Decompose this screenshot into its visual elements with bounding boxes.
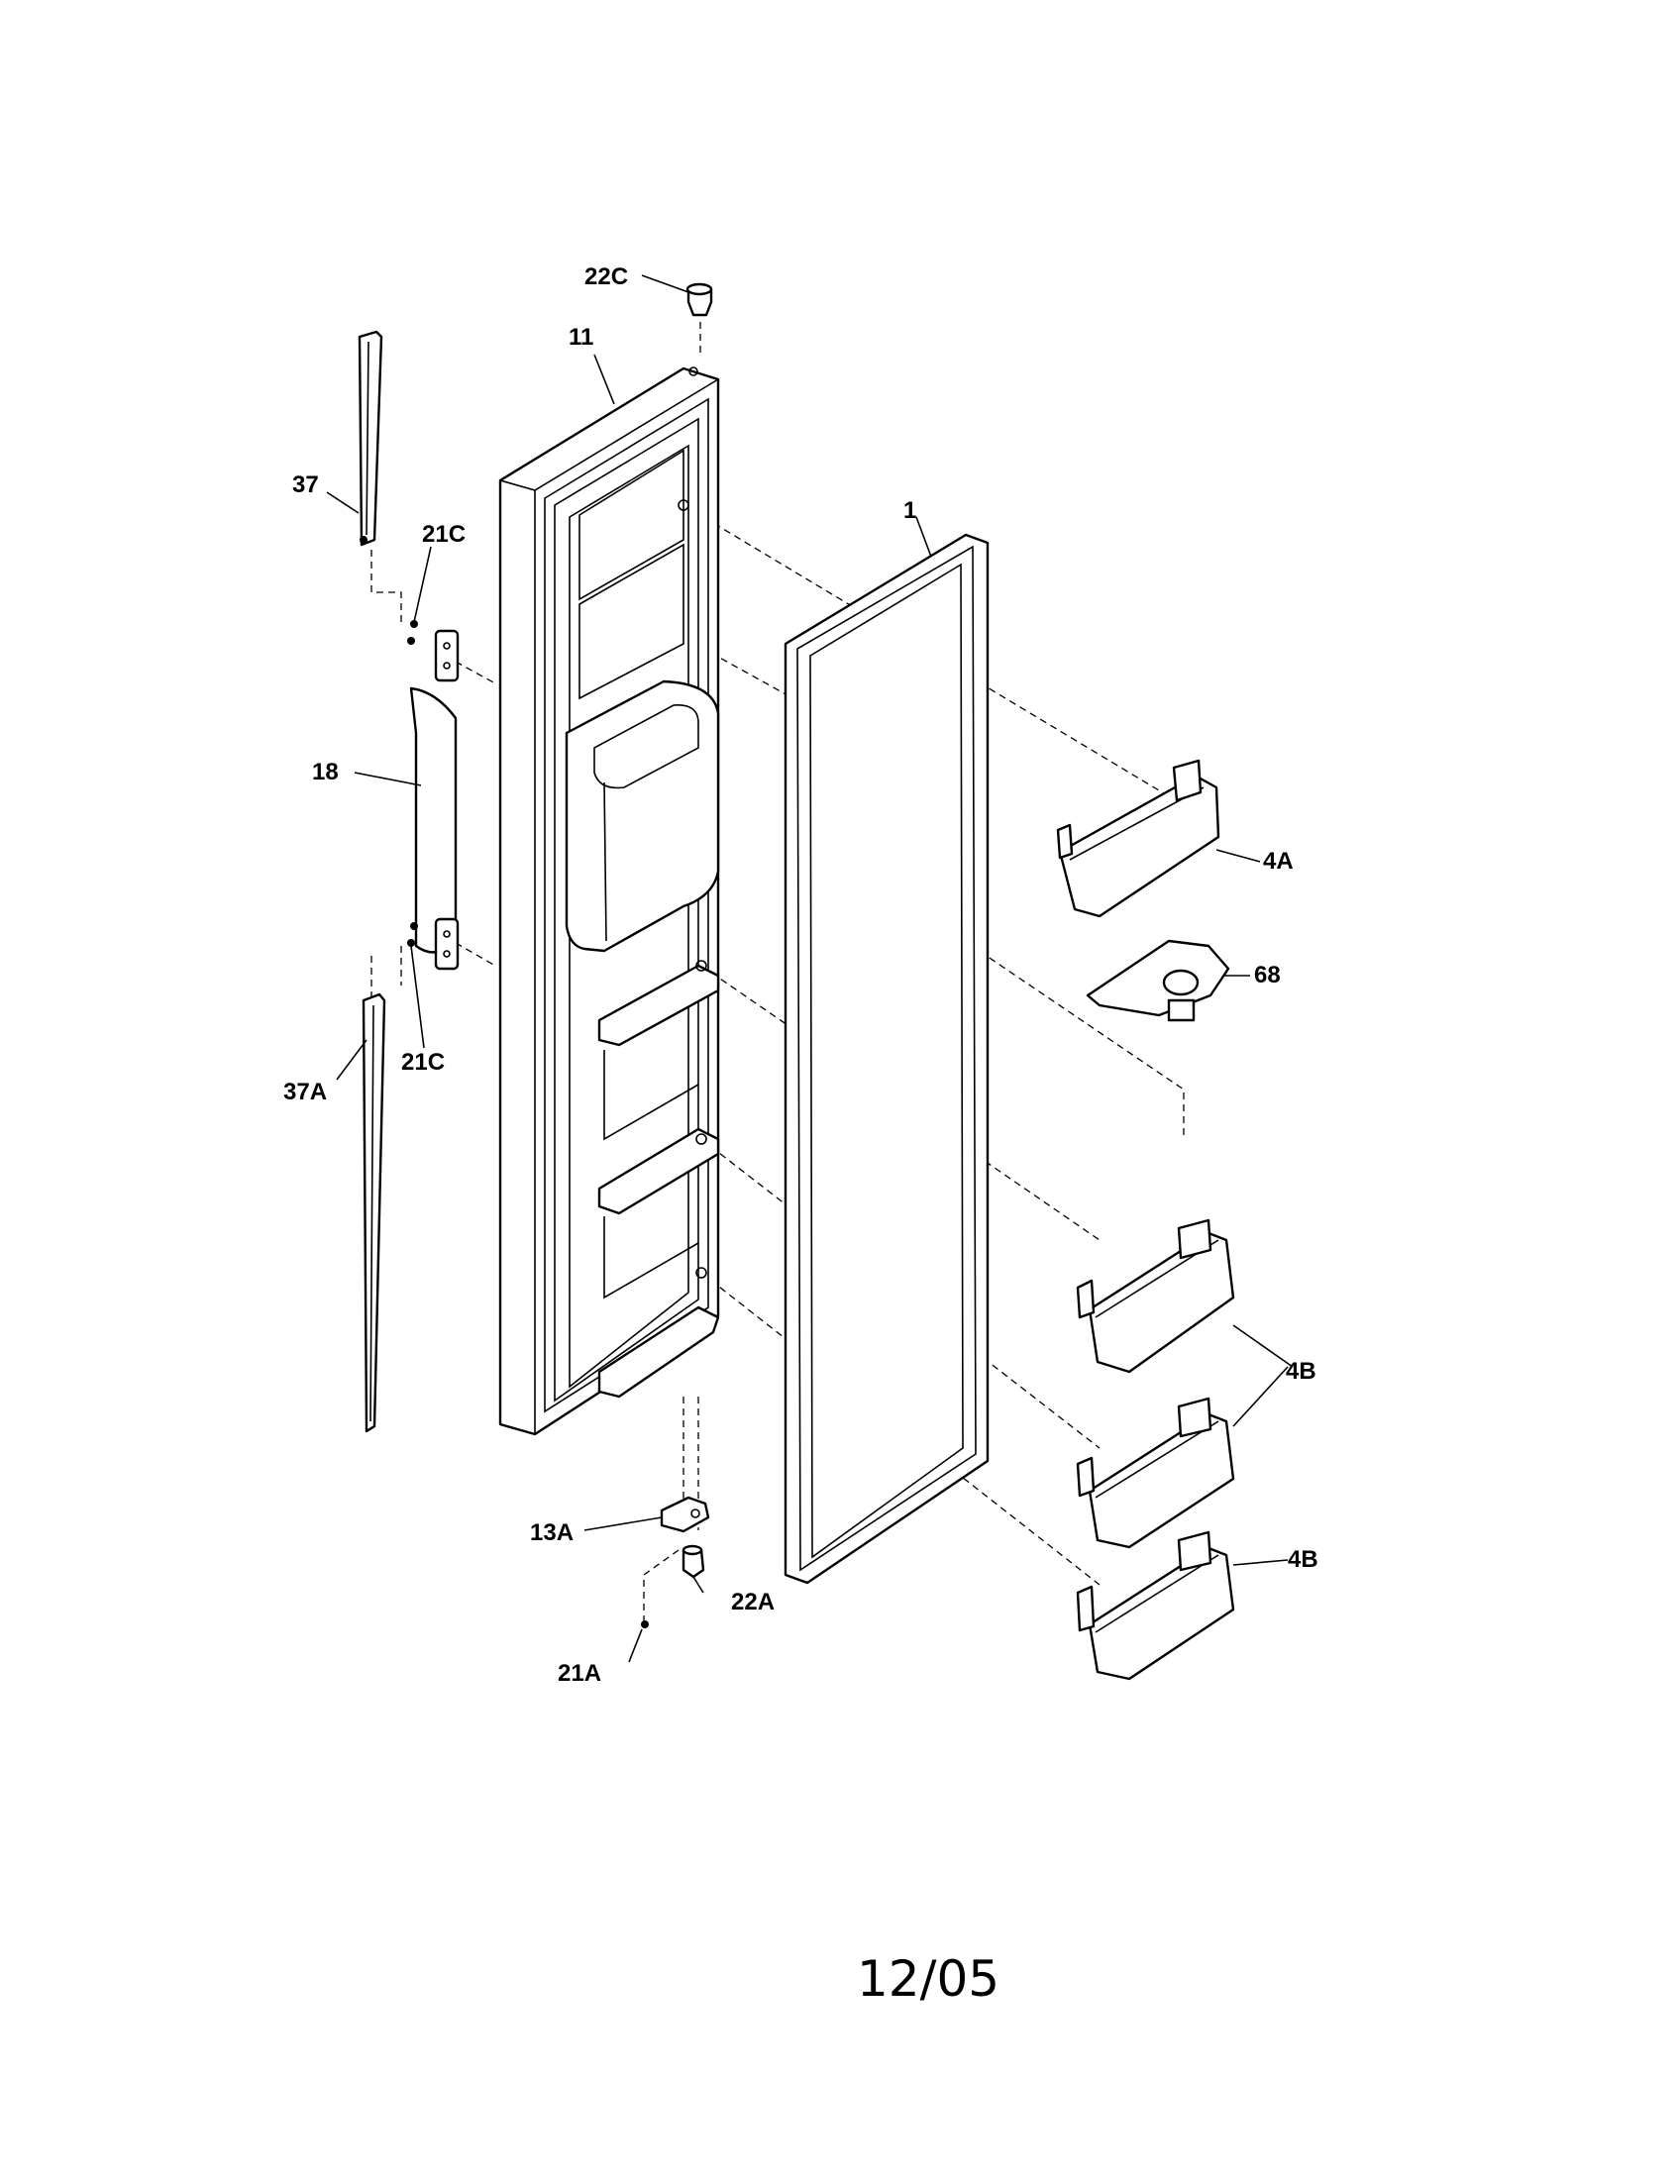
trim-bottom xyxy=(362,992,386,1433)
trim-top xyxy=(358,330,383,547)
label-4b-bottom: 4B xyxy=(1288,1546,1318,1573)
label-22c: 22C xyxy=(584,263,628,290)
door-bin-1 xyxy=(1076,1218,1235,1374)
top-hinge-pin xyxy=(685,282,713,317)
door-bin-3 xyxy=(1076,1530,1235,1681)
label-21a: 21A xyxy=(558,1660,601,1687)
bottom-hinge xyxy=(660,1496,710,1533)
label-11: 11 xyxy=(569,324,593,351)
part-labels: 22C 11 1 37 21C 18 4A 68 4B 4B 21C 37A 1… xyxy=(283,263,1318,1687)
label-68: 68 xyxy=(1254,962,1281,988)
date-code: 12/05 xyxy=(857,1950,999,2008)
door-handle xyxy=(409,629,460,971)
label-22a: 22A xyxy=(731,1589,775,1615)
label-4a: 4A xyxy=(1263,848,1294,875)
door-bin-top xyxy=(1056,759,1220,918)
leader-lines xyxy=(326,274,1294,1663)
door-assembly xyxy=(498,366,720,1436)
door-bin-2 xyxy=(1076,1397,1235,1549)
door-gasket xyxy=(784,533,990,1585)
label-4b: 4B xyxy=(1286,1358,1316,1385)
label-21c-top: 21C xyxy=(422,521,466,548)
label-1: 1 xyxy=(903,497,916,524)
label-37a: 37A xyxy=(283,1079,327,1105)
label-18: 18 xyxy=(312,759,339,785)
handle-screws xyxy=(407,620,418,947)
assembly-lines xyxy=(370,322,1185,1624)
label-37: 37 xyxy=(292,471,319,498)
ice-chute xyxy=(1086,939,1230,1022)
bottom-hinge-pin xyxy=(682,1544,705,1579)
label-13a: 13A xyxy=(530,1519,574,1546)
hinge-screw xyxy=(641,1620,649,1628)
label-21c-bottom: 21C xyxy=(401,1049,445,1076)
